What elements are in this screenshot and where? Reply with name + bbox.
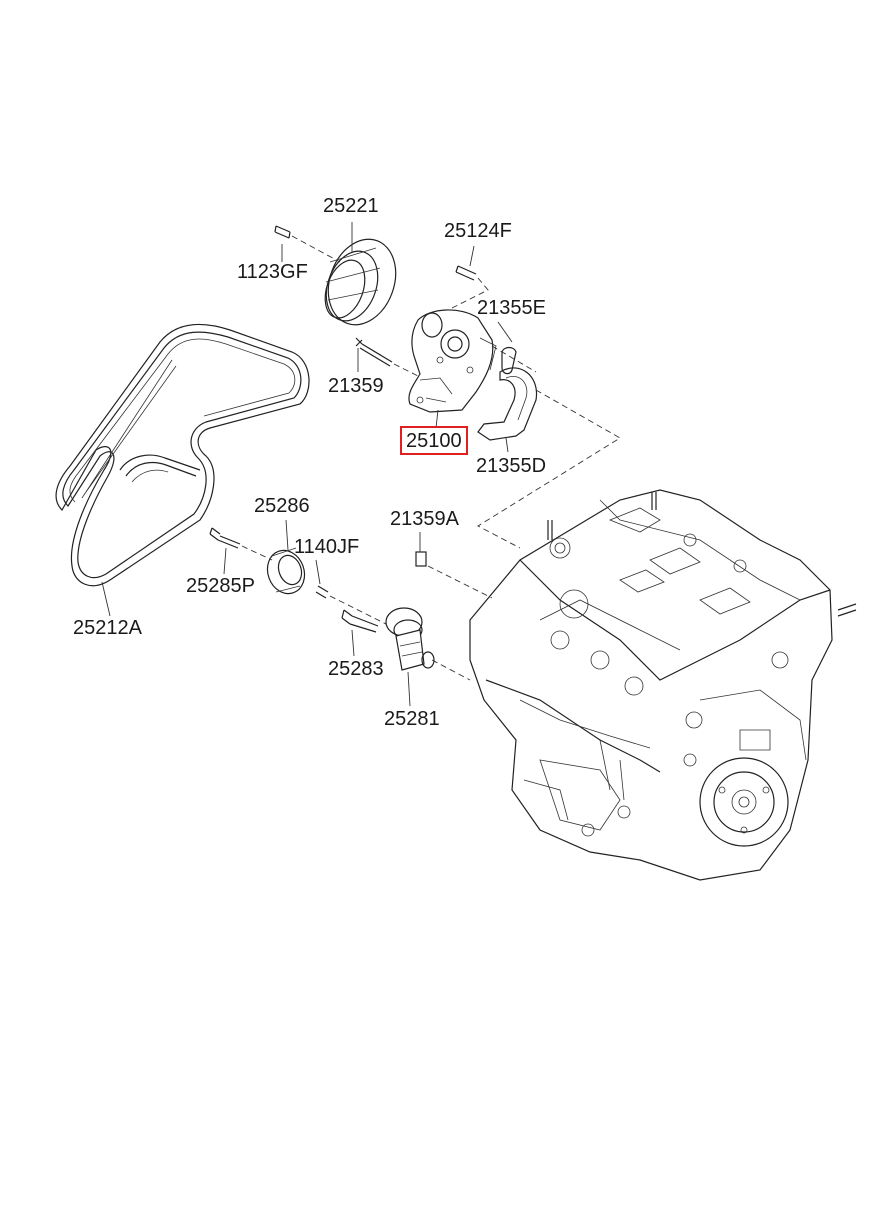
label-25281[interactable]: 25281 [384,708,440,730]
label-25124f[interactable]: 25124F [444,220,512,242]
belt-tensioner [341,607,471,681]
label-21355d[interactable]: 21355D [476,455,547,477]
label-21359a[interactable]: 21359A [390,508,459,530]
label-21359[interactable]: 21359 [328,375,384,397]
bolt-21359 [355,337,419,377]
label-21355e[interactable]: 21355E [477,297,546,319]
label-25283[interactable]: 25283 [328,658,384,680]
label-25221[interactable]: 25221 [323,195,379,217]
label-25285p[interactable]: 25285P [186,575,255,597]
label-1123gf[interactable]: 1123GF [237,261,308,283]
leader-lines [101,222,513,707]
bolt-1123gf [274,225,341,263]
label-1140jf[interactable]: 1140JF [294,536,360,558]
engine-block [469,489,857,881]
bolt-25124f [451,265,489,309]
water-pump [408,309,497,413]
label-25212a[interactable]: 25212A [73,617,142,639]
idler-pulley [209,527,306,595]
drive-belt [55,323,310,587]
gaskets [477,346,538,441]
bolt-21359a [415,551,493,599]
water-pump-pulley [324,238,397,326]
label-25286[interactable]: 25286 [254,495,310,517]
label-25100-highlighted[interactable]: 25100 [400,426,468,455]
